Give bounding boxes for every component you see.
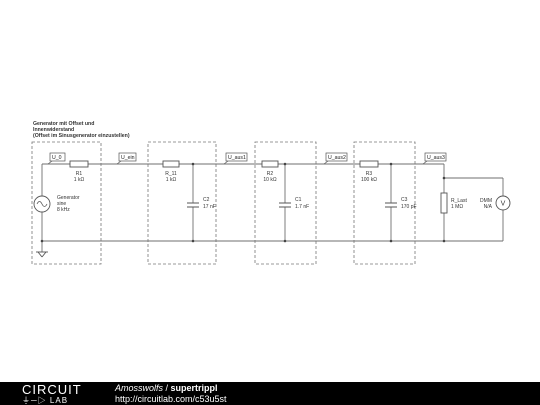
sine-wave-icon [36, 201, 48, 207]
logo-bottom-text: LAB [49, 396, 69, 405]
circuit-url[interactable]: http://circuitlab.com/c53u5st [115, 394, 227, 404]
voltmeter-symbol: V [501, 201, 506, 208]
r11-name: R_11 [165, 171, 177, 177]
wires [41, 163, 504, 252]
c1-value: 1.7 nF [295, 204, 309, 210]
resistor-r3 [359, 160, 379, 168]
note-line-1: Generator mit Offset und [33, 121, 94, 127]
circuit-title: supertrippl [170, 383, 218, 393]
logo-bottom-row: ⏚─▷ LAB [22, 396, 82, 405]
dmm-reading: N/A [484, 204, 493, 210]
generator-box [31, 141, 102, 265]
node-label-uaus1: U_aus1 [228, 155, 246, 161]
node-flag-uaus2 [325, 152, 348, 162]
c2-value: 17 nF [203, 204, 216, 210]
circuitlab-logo[interactable]: CIRCUIT ⏚─▷ LAB [22, 383, 82, 405]
voltmeter-icon [495, 195, 511, 211]
note-line-3: (Offset im Sinusgenerator einzustellen) [33, 133, 130, 139]
resistor-r1 [69, 160, 89, 168]
resistor-r-last [440, 192, 448, 214]
r3-value: 100 kΩ [361, 177, 377, 183]
stage1-box [147, 141, 217, 265]
r-last-name: R_Last [451, 198, 467, 204]
c3-name: C3 [401, 197, 408, 203]
generator-type: sine [57, 201, 66, 207]
dmm-name: DMM [480, 198, 492, 204]
r-last-value: 1 MΩ [451, 204, 463, 210]
capacitor-plates [187, 202, 397, 208]
r1-value: 1 kΩ [74, 177, 85, 183]
node-label-uaus3: U_aus3 [427, 155, 445, 161]
logo-circuit-icon: ⏚─▷ [22, 396, 47, 405]
r3-name: R3 [366, 171, 373, 177]
circuit-schematic: Generator mit Offset und Innenwiderstand… [31, 121, 511, 265]
node-flag-uaus3 [424, 152, 447, 162]
node-label-uein: U_ein [121, 155, 135, 161]
c2-name: C2 [203, 197, 210, 203]
generator-freq: 8 kHz [57, 207, 70, 213]
title-separator: / [163, 383, 171, 393]
note-line-2: Innenwiderstand [33, 127, 74, 133]
r1-name: R1 [76, 171, 83, 177]
node-flag-uein [118, 152, 137, 162]
stage2-box [254, 141, 317, 265]
ground-icon [36, 251, 48, 258]
c3-value: 170 pF [401, 204, 417, 210]
node-label-u0: U_0 [52, 155, 62, 161]
resistor-r11 [162, 160, 180, 168]
logo-top-text: CIRCUIT [22, 382, 82, 397]
r11-value: 1 kΩ [166, 177, 177, 183]
stage3-box [353, 141, 416, 265]
r2-name: R2 [267, 171, 274, 177]
author-link[interactable]: Amosswolfs [115, 383, 164, 393]
footer-bar: CIRCUIT ⏚─▷ LAB Amosswolfs / supertrippl… [0, 382, 540, 405]
node-label-uaus2: U_aus2 [328, 155, 346, 161]
c1-name: C1 [295, 197, 302, 203]
node-flag-u0 [49, 152, 66, 162]
junction-dots [40, 162, 446, 243]
generator-name: Generator [57, 195, 80, 201]
r2-value: 10 kΩ [263, 177, 276, 183]
footer-title: Amosswolfs / supertrippl [115, 383, 218, 394]
resistor-r2 [261, 160, 279, 168]
node-flag-uaus1 [225, 152, 248, 162]
